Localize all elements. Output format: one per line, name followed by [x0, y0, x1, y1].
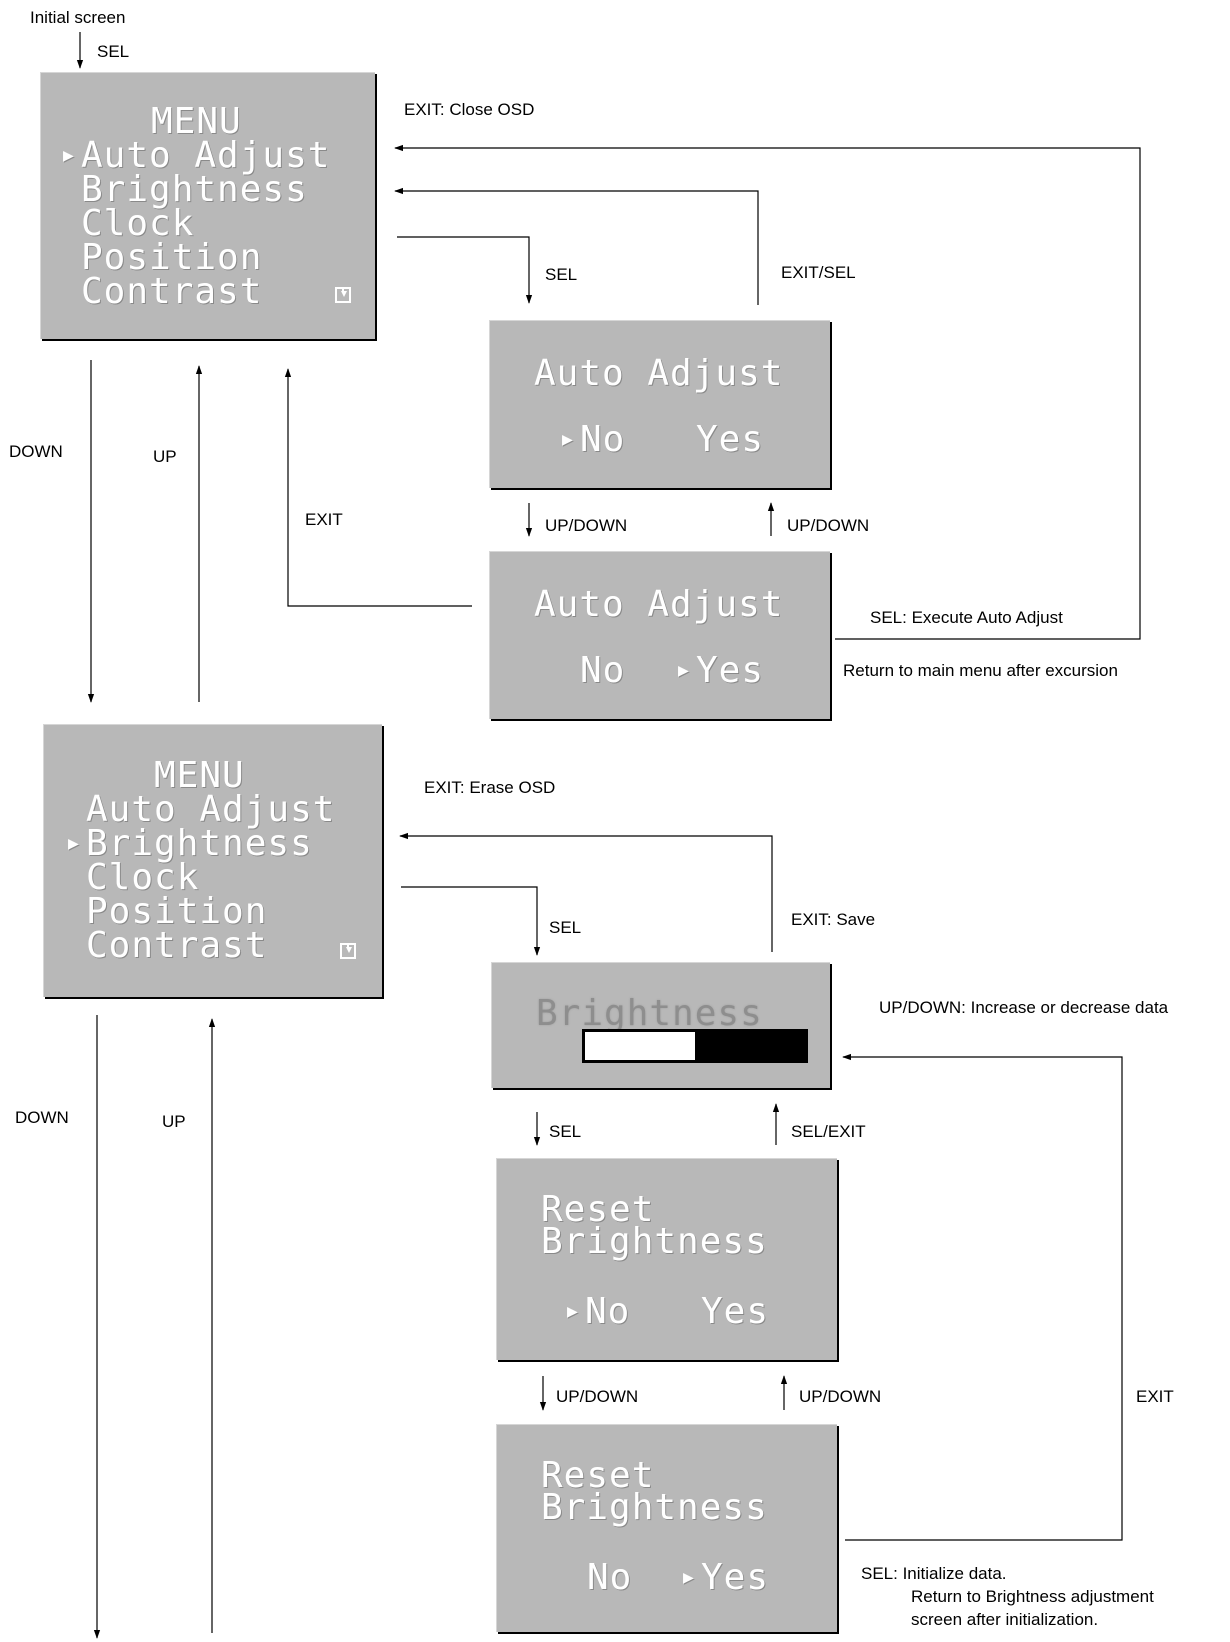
arrow-auto-adjust-exit	[394, 187, 759, 305]
menu-list: ▶Auto Adjust ▶Brightness ▶Clock ▶Positio…	[63, 135, 331, 312]
exit-sel-label: EXIT/SEL	[781, 263, 856, 282]
arrow-execute-return	[394, 144, 1141, 640]
exit-label-reset: EXIT	[1136, 1387, 1174, 1406]
selection-cursor-icon: ▶	[68, 833, 80, 854]
osd-main-menu-brightness: MENU ▶Auto Adjust ▶Brightness ▶Clock ▶Po…	[43, 724, 382, 997]
reset-title-line2: Brightness	[541, 1487, 768, 1528]
osd-reset-brightness-no: Reset Brightness ▶No Yes	[496, 1158, 837, 1360]
updown-label-auto-2: UP/DOWN	[787, 516, 870, 535]
brightness-level-bar[interactable]	[582, 1029, 808, 1063]
exit-erase-osd-label: EXIT: Erase OSD	[424, 778, 556, 797]
menu-item-auto-adjust[interactable]: ▶Auto Adjust	[86, 789, 336, 830]
selection-cursor-icon: ▶	[63, 145, 75, 166]
option-no-selected[interactable]: ▶No	[567, 1291, 631, 1332]
osd-brightness-adjust: Brightness	[491, 962, 830, 1088]
option-no[interactable]: No	[580, 650, 626, 691]
arrow-auto-adjust-yes-exit	[284, 368, 472, 607]
menu-item-clock[interactable]: ▶Clock	[81, 203, 195, 244]
osd-auto-adjust-no: Auto Adjust ▶No Yes	[489, 320, 830, 488]
option-yes-selected[interactable]: ▶Yes	[678, 650, 765, 691]
sel-initialize-label: SEL: Initialize data.	[861, 1564, 1007, 1583]
sel-label-initial: SEL	[97, 42, 130, 61]
return-main-label: Return to main menu after excursion	[843, 661, 1118, 680]
auto-adjust-title: Auto Adjust	[534, 584, 784, 625]
exit-close-osd-label: EXIT: Close OSD	[404, 100, 535, 119]
up-label-2: UP	[162, 1112, 186, 1131]
option-no[interactable]: No	[587, 1557, 633, 1598]
arrow-menu2-to-brightness	[401, 886, 541, 956]
down-label-1: DOWN	[9, 442, 63, 461]
sel-exit-label: SEL/EXIT	[791, 1122, 866, 1141]
exit-label-auto: EXIT	[305, 510, 343, 529]
selection-cursor-icon: ▶	[567, 1301, 579, 1322]
reset-title-line1: Reset	[541, 1189, 655, 1230]
brightness-level-fill	[585, 1032, 695, 1060]
updown-label-reset-1: UP/DOWN	[556, 1387, 639, 1406]
osd-auto-adjust-yes: Auto Adjust No ▶Yes	[489, 551, 830, 719]
scroll-down-icon	[335, 287, 351, 303]
updown-label-reset-2: UP/DOWN	[799, 1387, 882, 1406]
scroll-down-icon	[340, 943, 356, 959]
option-yes[interactable]: Yes	[696, 419, 765, 460]
menu-title: MENU	[151, 101, 242, 142]
sel-label-brightness: SEL	[549, 918, 582, 937]
updown-label-auto-1: UP/DOWN	[545, 516, 628, 535]
return-brightness-label-1: Return to Brightness adjustment	[911, 1587, 1154, 1606]
menu-list: ▶Auto Adjust ▶Brightness ▶Clock ▶Positio…	[68, 789, 336, 966]
option-yes-selected[interactable]: ▶Yes	[683, 1557, 770, 1598]
exit-save-label: EXIT: Save	[791, 910, 876, 929]
sel-label-auto: SEL	[545, 265, 578, 284]
return-brightness-label-2: screen after initialization.	[911, 1610, 1099, 1629]
selection-cursor-icon: ▶	[683, 1567, 695, 1588]
updown-increase-label: UP/DOWN: Increase or decrease data	[879, 998, 1169, 1017]
down-label-2: DOWN	[15, 1108, 69, 1127]
arrow-menu1-to-auto-adjust	[397, 236, 533, 304]
menu-item-auto-adjust[interactable]: ▶Auto Adjust	[63, 135, 331, 176]
option-yes[interactable]: Yes	[701, 1291, 770, 1332]
arrow-brightness-exit	[399, 832, 773, 952]
up-label-1: UP	[153, 447, 177, 466]
reset-title-line1: Reset	[541, 1455, 655, 1496]
reset-title-line2: Brightness	[541, 1221, 768, 1262]
menu-item-contrast[interactable]: ▶Contrast	[81, 271, 263, 312]
selection-cursor-icon: ▶	[678, 660, 690, 681]
sel-execute-label: SEL: Execute Auto Adjust	[870, 608, 1063, 627]
menu-title: MENU	[154, 755, 245, 796]
menu-item-position[interactable]: ▶Position	[86, 891, 268, 932]
brightness-title: Brightness	[536, 993, 763, 1034]
osd-reset-brightness-yes: Reset Brightness No ▶Yes	[496, 1424, 837, 1632]
menu-item-clock[interactable]: ▶Clock	[86, 857, 200, 898]
option-no-selected[interactable]: ▶No	[562, 419, 626, 460]
initial-screen-label: Initial screen	[30, 8, 126, 27]
sel-label-reset: SEL	[549, 1122, 582, 1141]
menu-item-contrast[interactable]: ▶Contrast	[86, 925, 268, 966]
arrow-reset-yes-return	[842, 1053, 1123, 1541]
menu-item-brightness[interactable]: ▶Brightness	[68, 823, 313, 864]
osd-main-menu-auto-adjust: MENU ▶Auto Adjust ▶Brightness ▶Clock ▶Po…	[40, 72, 375, 339]
selection-cursor-icon: ▶	[562, 429, 574, 450]
auto-adjust-title: Auto Adjust	[534, 353, 784, 394]
menu-item-brightness[interactable]: ▶Brightness	[81, 169, 308, 210]
menu-item-position[interactable]: ▶Position	[81, 237, 263, 278]
